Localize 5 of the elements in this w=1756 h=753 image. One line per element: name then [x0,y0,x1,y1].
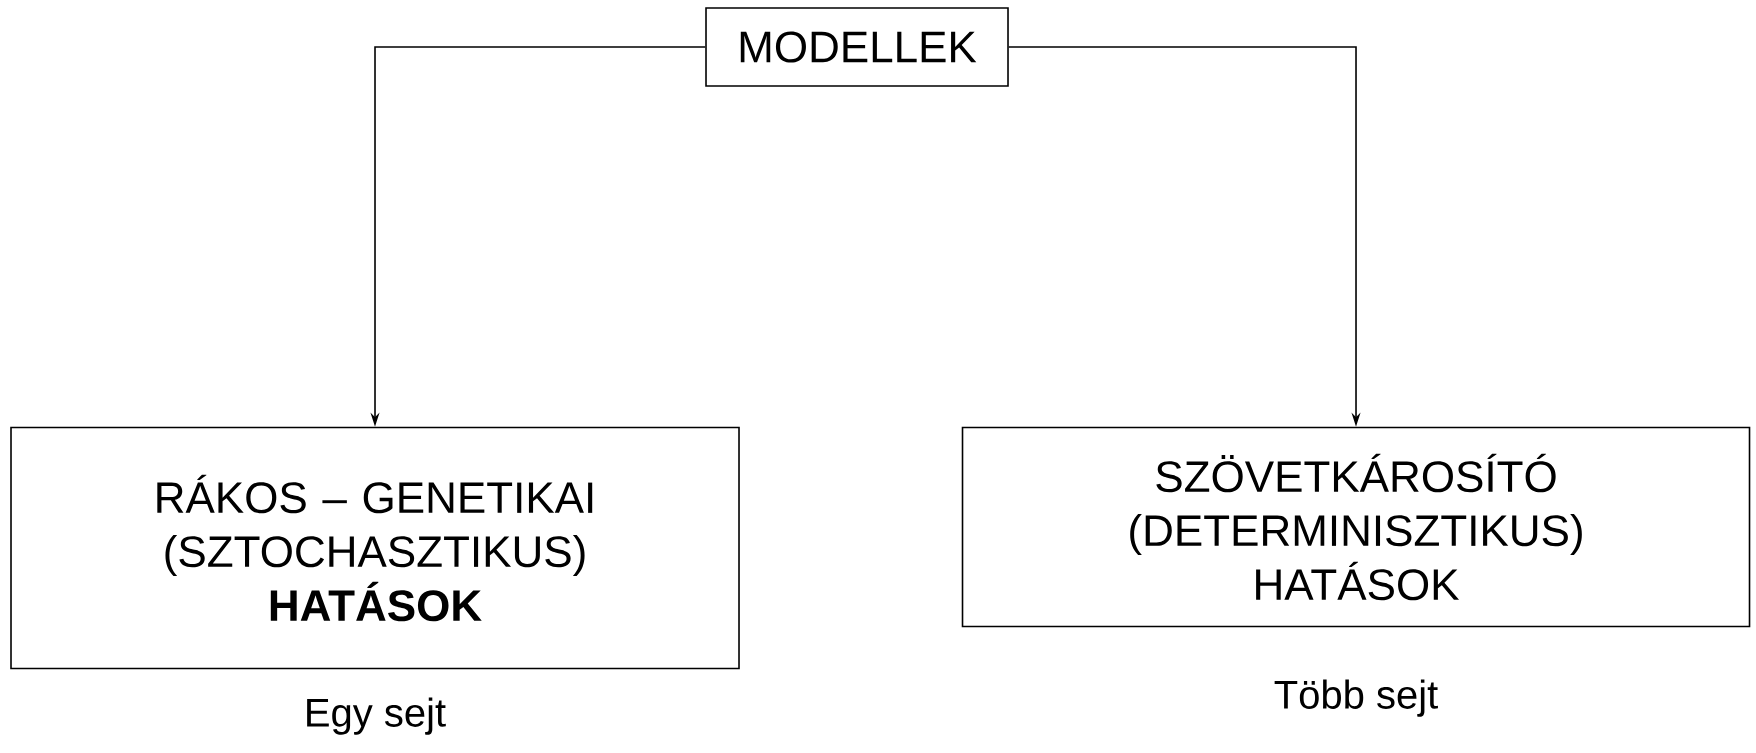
box: SZÖVETKÁROSÍTÓ (DETERMINISZTIKUS) HATÁSOK [961,426,1751,628]
box: MODELLEK [705,7,1009,87]
node-label: Több sejt [1274,679,1438,717]
node-label: Egy sejt [307,697,446,735]
box: RÁKOS – GENETIKAI (SZTOCHASZTIKUS) HATÁSOK [10,426,740,670]
